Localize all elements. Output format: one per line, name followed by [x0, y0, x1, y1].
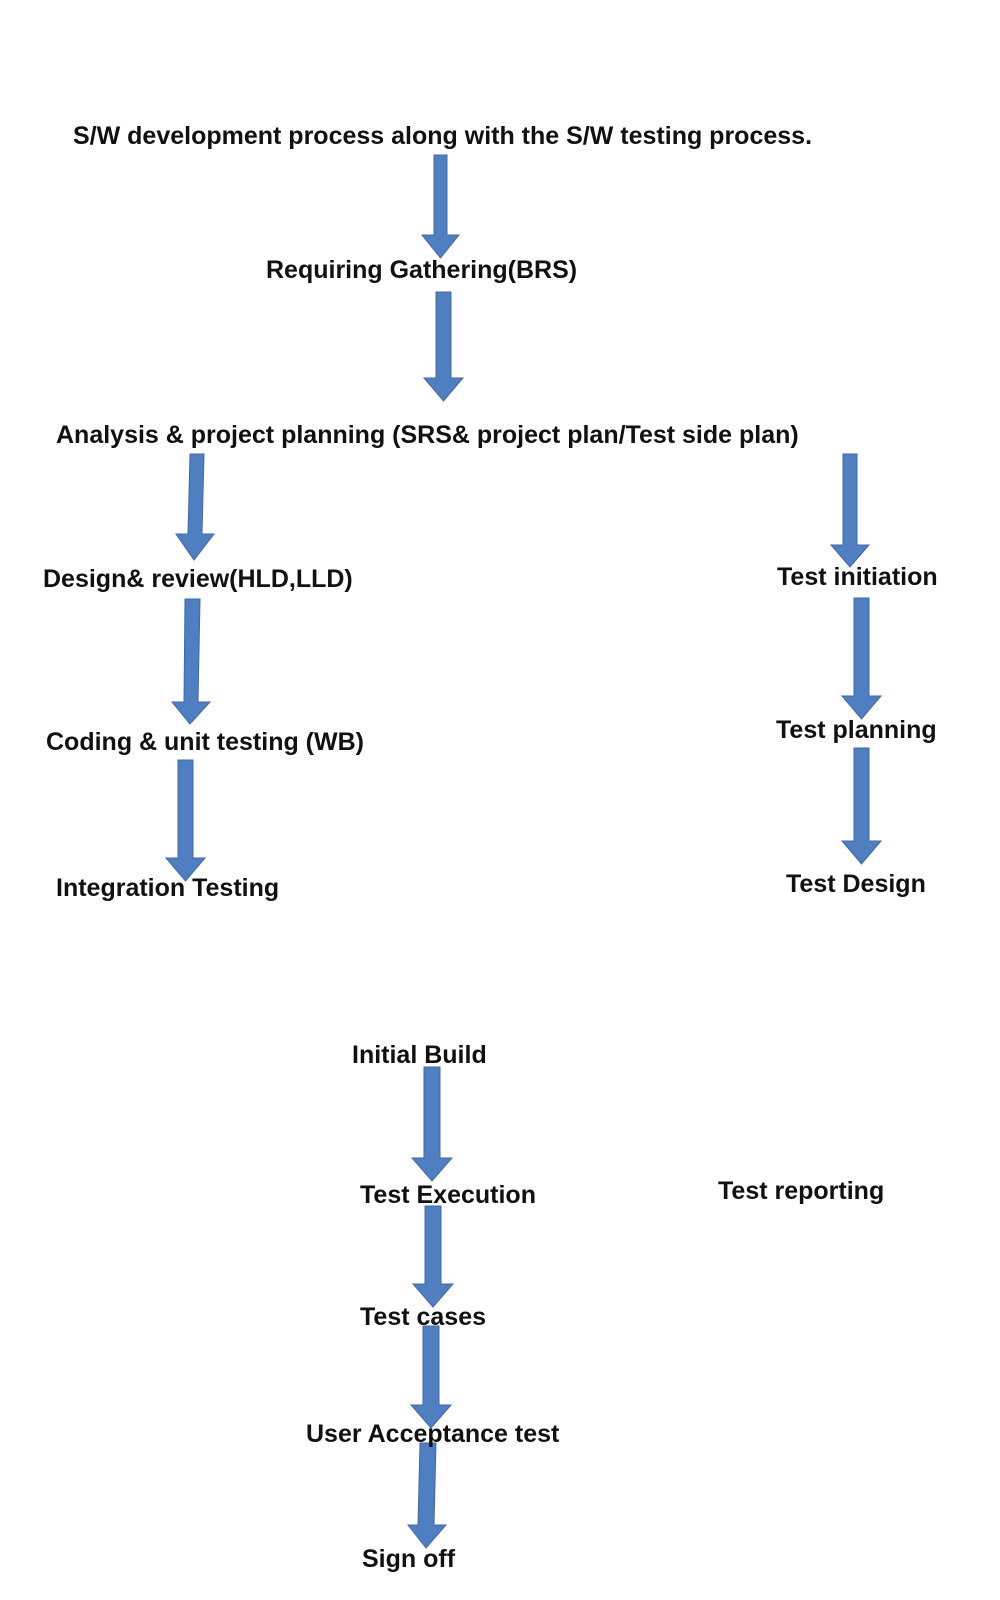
node-user-acceptance-test: User Acceptance test — [306, 1420, 560, 1448]
node-analysis-planning: Analysis & project planning (SRS& projec… — [56, 421, 799, 449]
arrow-execution-to-cases — [411, 1205, 455, 1308]
node-test-planning: Test planning — [776, 716, 937, 744]
node-test-design: Test Design — [786, 870, 926, 898]
node-test-execution: Test Execution — [360, 1181, 536, 1209]
node-requirement-gathering: Requiring Gathering(BRS) — [266, 256, 578, 284]
arrow-title-to-requirements — [420, 154, 461, 259]
arrow-test-plan-to-initiation — [829, 453, 871, 568]
diagram-title: S/W development process along with the S… — [73, 122, 813, 150]
node-initial-build: Initial Build — [352, 1041, 487, 1069]
arrow-initiation-to-planning — [840, 597, 883, 720]
arrow-planning-to-design — [840, 747, 883, 865]
node-design-review: Design& review(HLD,LLD) — [43, 565, 353, 593]
node-test-cases: Test cases — [360, 1303, 487, 1331]
node-test-initiation: Test initiation — [777, 563, 938, 591]
node-coding-unit-testing: Coding & unit testing (WB) — [46, 728, 364, 756]
node-integration-testing: Integration Testing — [56, 874, 280, 902]
node-test-reporting: Test reporting — [718, 1177, 885, 1205]
arrow-analysis-to-design — [175, 453, 216, 561]
arrow-build-to-execution — [410, 1066, 454, 1182]
arrow-cases-to-acceptance — [409, 1325, 453, 1429]
arrow-design-to-coding — [170, 598, 212, 725]
arrow-acceptance-to-signoff — [406, 1442, 448, 1549]
node-sign-off: Sign off — [362, 1545, 456, 1573]
arrow-requirements-to-analysis — [422, 291, 465, 402]
arrow-coding-to-integration — [164, 759, 207, 882]
